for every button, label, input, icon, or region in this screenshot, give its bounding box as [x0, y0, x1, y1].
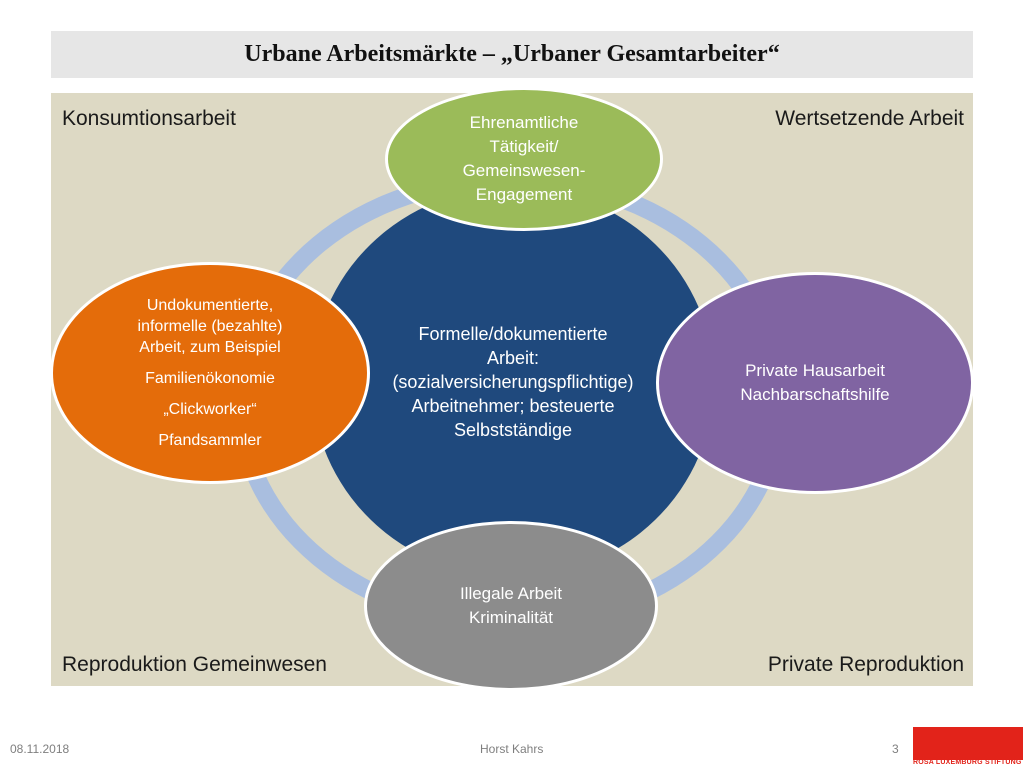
bottom-ellipse-illegal-work: Illegale Arbeit Kriminalität [364, 521, 658, 691]
top-ellipse-volunteer-work: Ehrenamtliche Tätigkeit/ Gemeinswesen- E… [385, 87, 663, 231]
corner-label-bottom-left: Reproduktion Gemeinwesen [62, 653, 327, 676]
corner-label-top-left: Konsumtionsarbeit [62, 107, 236, 130]
center-line: (sozialversicherungspflichtige) [392, 372, 634, 392]
logo-mark [913, 727, 1023, 760]
left-example: Pfandsammler [158, 432, 262, 449]
footer-date: 08.11.2018 [10, 742, 70, 756]
center-line: Arbeit: [486, 348, 540, 368]
center-ellipse-formal-work: Formelle/dokumentierte Arbeit: (sozialve… [312, 187, 714, 577]
footer-author: Horst Kahrs [480, 742, 544, 756]
left-example: Familienökonomie [145, 370, 275, 387]
corner-label-bottom-right: Private Reproduktion [767, 653, 964, 676]
center-line: Formelle/dokumentierte [418, 324, 608, 344]
footer-page-number: 3 [892, 742, 899, 756]
bottom-line: Illegale Arbeit [459, 584, 563, 603]
top-line: Engagement [475, 185, 573, 204]
top-line: Gemeinswesen- [462, 161, 586, 180]
title-bar: Urbane Arbeitsmärkte – „Urbaner Gesamtar… [51, 31, 973, 78]
left-line: Undokumentierte, [146, 297, 274, 314]
top-line: Tätigkeit/ [489, 137, 559, 156]
left-example: „Clickworker“ [163, 401, 257, 418]
left-line: Arbeit, zum Beispiel [139, 339, 281, 356]
top-line: Ehrenamtliche [469, 113, 579, 132]
slide-title: Urbane Arbeitsmärkte – „Urbaner Gesamtar… [244, 41, 780, 67]
left-line: informelle (bezahlte) [137, 318, 283, 335]
corner-label-top-right: Wertsetzende Arbeit [775, 107, 964, 130]
right-ellipse-private-housework: Private Hausarbeit Nachbarschaftshilfe [656, 272, 974, 494]
center-line: Arbeitnehmer; besteuerte [411, 396, 615, 416]
bottom-line: Kriminalität [468, 608, 554, 627]
right-line: Nachbarschaftshilfe [740, 385, 890, 404]
right-line: Private Hausarbeit [745, 361, 885, 380]
logo-text: ROSA LUXEMBURG STIFTUNG [913, 759, 1022, 766]
center-line: Selbstständige [453, 420, 573, 440]
left-ellipse-informal-work: Undokumentierte, informelle (bezahlte) A… [50, 262, 370, 484]
